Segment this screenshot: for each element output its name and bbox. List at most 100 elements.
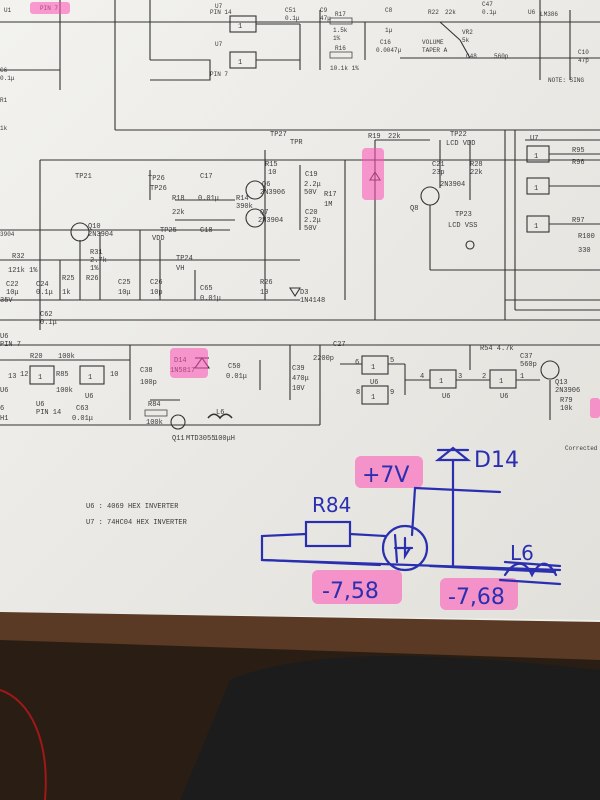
label-left-voltage: -7,58	[322, 579, 379, 604]
svg-text:100k: 100k	[146, 419, 163, 427]
svg-text:1: 1	[534, 185, 538, 193]
svg-text:8: 8	[356, 389, 360, 397]
svg-text:C38: C38	[140, 367, 153, 375]
svg-text:1.5k: 1.5k	[333, 27, 348, 34]
highlight-top-left	[30, 2, 70, 14]
svg-text:TP22: TP22	[450, 131, 467, 139]
svg-text:R19: R19	[368, 133, 381, 141]
svg-text:2N3904: 2N3904	[88, 231, 113, 239]
highlight-right-voltage	[440, 578, 518, 610]
svg-text:H1: H1	[0, 415, 8, 423]
svg-text:C20: C20	[305, 209, 318, 217]
svg-text:330: 330	[578, 247, 591, 255]
svg-text:R28: R28	[470, 161, 483, 169]
svg-text:Q6: Q6	[262, 181, 270, 189]
svg-text:0.01μ: 0.01μ	[72, 415, 93, 423]
svg-text:560p: 560p	[520, 361, 537, 369]
svg-text:U1: U1	[4, 7, 12, 14]
svg-text:100k: 100k	[56, 387, 73, 395]
svg-text:10V: 10V	[292, 385, 305, 393]
svg-text:R100: R100	[578, 233, 595, 241]
svg-text:50V: 50V	[304, 189, 317, 197]
svg-text:C51: C51	[285, 7, 296, 14]
svg-text:NOTE: SING: NOTE: SING	[548, 77, 584, 84]
svg-text:22k: 22k	[172, 209, 185, 217]
svg-text:TP23: TP23	[455, 211, 472, 219]
svg-text:10k: 10k	[560, 405, 573, 413]
svg-text:2N3904: 2N3904	[440, 181, 465, 189]
svg-text:10: 10	[268, 169, 276, 177]
svg-text:U6: U6	[442, 393, 450, 401]
svg-text:2: 2	[482, 373, 486, 381]
svg-text:R84: R84	[148, 401, 161, 409]
svg-text:L6: L6	[216, 409, 224, 417]
svg-text:22k: 22k	[470, 169, 483, 177]
svg-text:1%: 1%	[90, 265, 99, 273]
svg-text:C6: C6	[0, 67, 8, 74]
mosfet-circle	[381, 524, 429, 572]
svg-text:U6: U6	[0, 333, 8, 341]
svg-text:R22: R22	[428, 9, 439, 16]
svg-text:2.2μ: 2.2μ	[304, 217, 321, 225]
svg-text:VDD: VDD	[152, 235, 165, 243]
svg-text:VOLUME: VOLUME	[422, 39, 444, 46]
svg-text:1: 1	[38, 374, 42, 382]
svg-text:12: 12	[20, 371, 28, 379]
svg-text:C39: C39	[292, 365, 305, 373]
svg-text:10.1k 1%: 10.1k 1%	[330, 65, 359, 72]
svg-text:2200p: 2200p	[313, 355, 334, 363]
svg-text:35V: 35V	[0, 297, 13, 305]
svg-text:C48: C48	[466, 53, 477, 60]
svg-text:R96: R96	[572, 159, 585, 167]
svg-text:C10: C10	[578, 49, 589, 56]
svg-text:1: 1	[439, 378, 443, 386]
svg-text:0.1μ: 0.1μ	[482, 9, 497, 16]
svg-text:23p: 23p	[432, 169, 445, 177]
svg-text:1k: 1k	[62, 289, 70, 297]
handwritten-annotation: D14 +7V R84 L6 -7,58 -7,68	[260, 446, 562, 610]
top-section: 1 1 U1 PIN 7 C6 0.1μ R1 1k U7 PIN 14 U7 …	[0, 0, 600, 161]
svg-text:R17: R17	[324, 191, 337, 199]
svg-text:Q13: Q13	[555, 379, 568, 387]
svg-text:U6: U6	[0, 387, 8, 395]
svg-text:1: 1	[534, 223, 538, 231]
highlight-d2	[362, 148, 384, 200]
legend-u6: U6 : 4069 HEX INVERTER	[86, 503, 179, 511]
svg-text:100k: 100k	[58, 353, 75, 361]
svg-text:R20: R20	[30, 353, 43, 361]
svg-text:R54 4.7k: R54 4.7k	[480, 345, 514, 353]
svg-text:R26: R26	[86, 275, 99, 283]
svg-text:R16: R16	[335, 45, 346, 52]
red-wire	[0, 689, 47, 800]
svg-text:390k: 390k	[236, 203, 253, 211]
svg-text:TP24: TP24	[176, 255, 193, 263]
svg-text:Q7: Q7	[260, 209, 268, 217]
svg-text:1: 1	[371, 364, 375, 372]
svg-text:MTD3055: MTD3055	[186, 435, 215, 443]
svg-text:0.0047μ: 0.0047μ	[376, 47, 402, 54]
svg-text:C50: C50	[228, 363, 241, 371]
svg-text:TP25: TP25	[160, 227, 177, 235]
svg-text:2N3904: 2N3904	[258, 217, 283, 225]
svg-text:47μ: 47μ	[320, 15, 331, 22]
svg-text:Corrected: Corrected	[565, 445, 598, 452]
svg-text:6: 6	[355, 359, 359, 367]
svg-text:560p: 560p	[494, 53, 509, 60]
svg-text:TP27: TP27	[270, 131, 287, 139]
svg-text:50V: 50V	[304, 225, 317, 233]
svg-text:R97: R97	[572, 217, 585, 225]
highlight-d14	[170, 348, 208, 378]
highlight-right-edge	[590, 398, 600, 418]
svg-text:Q10: Q10	[88, 223, 101, 231]
svg-text:R25: R25	[62, 275, 75, 283]
dark-fabric	[180, 656, 600, 800]
svg-text:U6: U6	[370, 379, 378, 387]
svg-text:R85: R85	[56, 371, 69, 379]
svg-text:0.01μ: 0.01μ	[198, 195, 219, 203]
svg-text:121k 1%: 121k 1%	[8, 267, 38, 275]
svg-text:R17: R17	[335, 11, 346, 18]
svg-text:VR2: VR2	[462, 29, 473, 36]
svg-text:47p: 47p	[578, 57, 589, 64]
svg-text:U7: U7	[530, 135, 538, 143]
